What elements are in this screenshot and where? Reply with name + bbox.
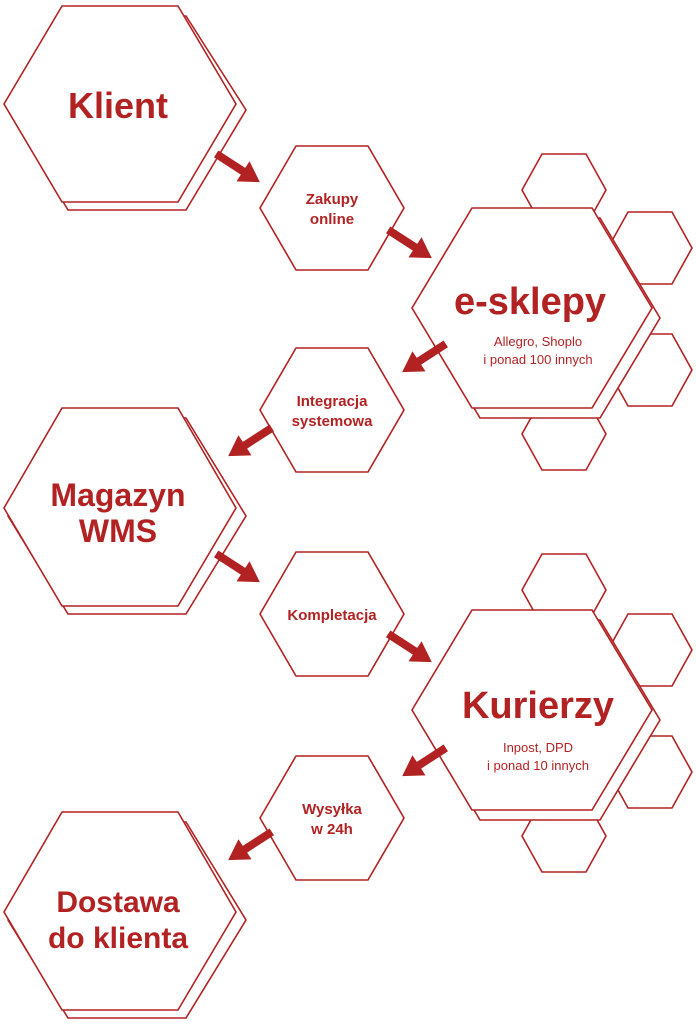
- arrow-head: [228, 828, 274, 861]
- hex-outline: [411, 207, 653, 409]
- hex-outline: [259, 347, 405, 473]
- arrow-klient-zakupy: [214, 150, 260, 183]
- arrow-esklepy-integracja: [402, 340, 448, 373]
- hex-outline: [259, 145, 405, 271]
- arrow-magazyn-kompletacja: [214, 550, 260, 583]
- node-klient: Klient: [3, 5, 247, 211]
- zakupy-line2: online: [310, 211, 354, 228]
- kurierzy-sub2: i ponad 10 innych: [487, 758, 589, 773]
- esklepy-sub2: i ponad 100 innych: [483, 352, 592, 367]
- arrow-head: [402, 340, 448, 373]
- magazyn-line1: Magazyn: [50, 477, 185, 513]
- hex-outline: [259, 551, 405, 677]
- arrow-head: [386, 630, 432, 663]
- arrow-head: [402, 744, 448, 777]
- node-esklepy: e-sklepy Allegro, Shoplo i ponad 100 inn…: [411, 207, 661, 419]
- arrow-head: [214, 150, 260, 183]
- arrow-wysylka-dostawa: [228, 828, 274, 861]
- klient-label: Klient: [68, 85, 168, 126]
- kompletacja-label: Kompletacja: [287, 607, 377, 624]
- node-integracja: Integracja systemowa: [259, 347, 405, 473]
- node-magazyn: Magazyn WMS: [3, 407, 247, 615]
- hex-outline: [411, 609, 653, 811]
- hex-outline: [3, 407, 237, 607]
- arrow-zakupy-esklepy: [386, 226, 432, 259]
- wysylka-line1: Wysyłka: [302, 801, 362, 818]
- node-kompletacja: Kompletacja: [259, 551, 405, 677]
- arrow-head: [214, 550, 260, 583]
- arrow-kompletacja-kurierzy: [386, 630, 432, 663]
- wysylka-line2: w 24h: [310, 821, 353, 838]
- arrow-head: [228, 424, 274, 457]
- kurierzy-title: Kurierzy: [462, 685, 614, 727]
- arrow-kurierzy-wysylka: [402, 744, 448, 777]
- arrow-head: [386, 226, 432, 259]
- integracja-line2: systemowa: [292, 413, 374, 430]
- magazyn-line2: WMS: [79, 513, 157, 549]
- kurierzy-sub1: Inpost, DPD: [503, 740, 573, 755]
- dostawa-line1: Dostawa: [56, 886, 180, 919]
- node-wysylka: Wysyłka w 24h: [259, 755, 405, 881]
- esklepy-sub1: Allegro, Shoplo: [494, 334, 582, 349]
- node-zakupy: Zakupy online: [259, 145, 405, 271]
- integracja-line1: Integracja: [297, 393, 369, 410]
- hex-outline: [3, 811, 237, 1011]
- node-kurierzy: Kurierzy Inpost, DPD i ponad 10 innych: [411, 609, 661, 821]
- dostawa-line2: do klienta: [48, 922, 188, 955]
- node-dostawa: Dostawa do klienta: [3, 811, 247, 1019]
- hex-outline: [259, 755, 405, 881]
- esklepy-title: e-sklepy: [454, 281, 606, 323]
- hex-outline: [3, 5, 237, 203]
- arrow-integracja-magazyn: [228, 424, 274, 457]
- zakupy-line1: Zakupy: [306, 191, 359, 208]
